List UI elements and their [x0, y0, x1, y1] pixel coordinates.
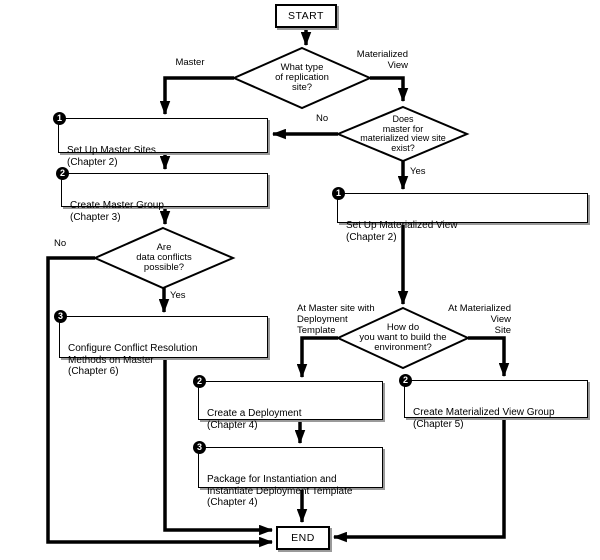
edge-mv-group-to-end: [332, 418, 506, 543]
edge-label-yes-master-exists: Yes: [410, 166, 426, 177]
decision-diamond-build: [335, 306, 471, 370]
step-number-badge: 2: [399, 374, 412, 387]
edge-label-yes-conflicts: Yes: [170, 290, 186, 301]
step-text: Create Materialized View Group (Chapter …: [413, 407, 555, 430]
start-node: START: [275, 4, 337, 28]
edge-no-conflicts-to-end: [46, 256, 274, 548]
step-text: Set Up Materialized View (Chapter 2): [346, 220, 458, 243]
edge-configure-to-end: [163, 358, 274, 536]
decision-diamond-conflicts: [92, 226, 236, 290]
step-number-badge: 3: [54, 310, 67, 323]
edge-materialized-view-branch: [370, 76, 409, 103]
decision-build-label: How do you want to build the environment…: [359, 322, 447, 353]
edge-label-at-master-site: At Master site with Deployment Template: [297, 303, 375, 336]
step-create-master-group: 2 Create Master Group (Chapter 3): [56, 167, 268, 223]
decision-conflicts-label: Are data conflicts possible?: [136, 242, 192, 273]
end-node: END: [276, 526, 330, 550]
step-number-badge: 1: [53, 112, 66, 125]
step-number-badge: 1: [332, 187, 345, 200]
step-setup-materialized-view: 1 Set Up Materialized View (Chapter 2): [332, 187, 588, 243]
end-label: END: [291, 532, 315, 544]
edge-master-branch: [159, 76, 234, 116]
step-text: Create Master Group (Chapter 3): [70, 200, 164, 223]
edge-label-at-mv-site: At Materialized View Site: [448, 303, 511, 336]
step-text: Configure Conflict Resolution Methods on…: [68, 343, 198, 377]
decision-type-label: What type of replication site?: [275, 62, 329, 93]
edge-build-to-deployment: [296, 336, 338, 379]
step-number-badge: 2: [193, 375, 206, 388]
edge-build-to-mv-group: [468, 336, 510, 378]
start-label: START: [288, 10, 324, 22]
step-text: Create a Deployment (Chapter 4): [207, 408, 302, 431]
decision-diamond-master-exists: [335, 105, 470, 163]
decision-master-exists-label: Does master for materialized view site e…: [360, 114, 446, 153]
step-text: Package for Instantiation and Instantiat…: [207, 474, 353, 508]
edge-label-materialized-view: Materialized View: [356, 49, 408, 71]
edge-label-master: Master: [175, 57, 205, 68]
step-create-deployment: 2 Create a Deployment (Chapter 4): [193, 375, 383, 431]
decision-diamond-type: [231, 46, 373, 110]
step-text: Set Up Master Sites (Chapter 2): [67, 145, 156, 168]
edge-label-no-master-exists: No: [316, 113, 329, 124]
step-create-mv-group: 2 Create Materialized View Group (Chapte…: [399, 374, 588, 430]
step-setup-master-sites: 1 Set Up Master Sites (Chapter 2): [53, 112, 268, 168]
step-number-badge: 2: [56, 167, 69, 180]
step-package-instantiate: 3 Package for Instantiation and Instanti…: [193, 441, 383, 508]
edge-label-no-conflicts: No: [54, 238, 67, 249]
step-configure-conflict-resolution: 3 Configure Conflict Resolution Methods …: [54, 310, 268, 377]
step-number-badge: 3: [193, 441, 206, 454]
